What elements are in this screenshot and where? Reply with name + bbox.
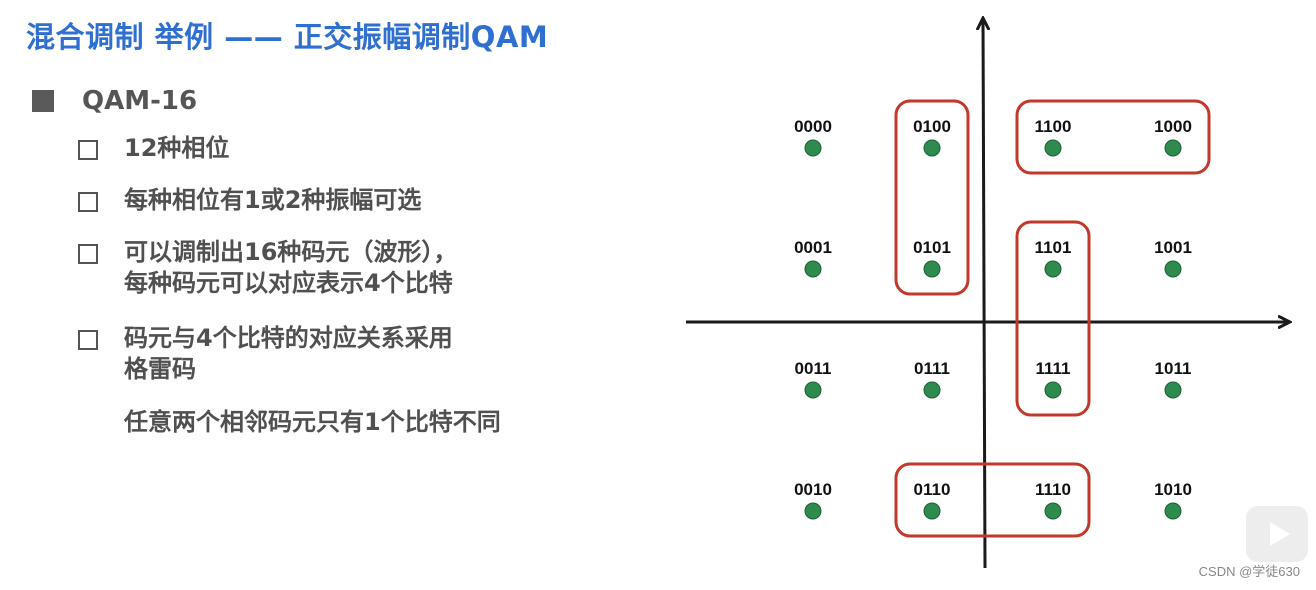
constellation-point-0101 [923, 260, 941, 278]
point-label-0001: 0001 [794, 238, 832, 257]
constellation-point-0010 [804, 502, 822, 520]
play-button[interactable] [1246, 506, 1308, 562]
point-label-1101: 1101 [1035, 238, 1072, 257]
sub-bullet-3: 可以调制出16种码元（波形）， 每种码元可以对应表示4个比特 [78, 238, 457, 302]
constellation-point-1101 [1044, 260, 1062, 278]
sub-bullet-text: 码元与4个比特的对应关系采用 [124, 324, 453, 352]
point-label-1000: 1000 [1154, 117, 1192, 136]
constellation-point-0000 [804, 139, 822, 157]
open-square-bullet-icon [78, 330, 98, 350]
gray-code-note: 任意两个相邻码元只有1个比特不同 [124, 408, 501, 436]
constellation-point-1011 [1164, 381, 1182, 399]
point-label-1110: 1110 [1035, 480, 1071, 499]
point-label-0010: 0010 [794, 480, 832, 499]
open-square-bullet-icon [78, 140, 98, 160]
constellation-point-0110 [923, 502, 941, 520]
point-label-0110: 0110 [914, 480, 951, 499]
constellation-point-1110 [1044, 502, 1062, 520]
sub-bullet-text: 每种码元可以对应表示4个比特 [124, 269, 453, 297]
point-label-0101: 0101 [913, 238, 951, 257]
page-title: 混合调制 举例 —— 正交振幅调制QAM [26, 20, 549, 54]
sub-bullet-2: 每种相位有1或2种振幅可选 [78, 186, 421, 219]
point-label-1001: 1001 [1154, 238, 1192, 257]
point-label-1011: 1011 [1155, 359, 1192, 378]
constellation-point-0011 [804, 381, 822, 399]
sub-bullet-text: 每种相位有1或2种振幅可选 [124, 186, 422, 214]
open-square-bullet-icon [78, 192, 98, 212]
point-label-0111: 0111 [914, 359, 950, 378]
highlight-group-3 [1015, 220, 1091, 417]
constellation-point-1100 [1044, 139, 1062, 157]
sub-bullet-text: 格雷码 [124, 355, 196, 383]
constellation-point-0100 [923, 139, 941, 157]
constellation-point-0001 [804, 260, 822, 278]
sub-bullet-1: 12种相位 [78, 134, 229, 167]
constellation-point-0111 [923, 381, 941, 399]
point-label-1111: 1111 [1035, 359, 1070, 378]
sub-bullet-text: 可以调制出16种码元（波形）， [124, 238, 458, 266]
constellation-point-1010 [1164, 502, 1182, 520]
point-label-0011: 0011 [795, 359, 832, 378]
highlight-group-4 [894, 462, 1091, 538]
highlight-group-1 [894, 99, 970, 296]
point-label-1100: 1100 [1035, 117, 1072, 136]
point-label-1010: 1010 [1154, 480, 1192, 499]
constellation-point-1111 [1044, 381, 1062, 399]
constellation-point-1000 [1164, 139, 1182, 157]
y-axis [983, 20, 985, 569]
highlight-group-2 [1015, 99, 1211, 175]
watermark: CSDN @学徒630 [1198, 564, 1300, 579]
point-label-0000: 0000 [794, 117, 832, 136]
point-label-0100: 0100 [913, 117, 951, 136]
constellation-point-1001 [1164, 260, 1182, 278]
sub-bullet-4: 码元与4个比特的对应关系采用 格雷码 [78, 324, 453, 388]
open-square-bullet-icon [78, 244, 98, 264]
main-bullet: QAM-16 [32, 86, 197, 116]
main-bullet-label: QAM-16 [82, 86, 198, 116]
sub-bullet-text: 12种相位 [124, 134, 230, 162]
filled-square-bullet-icon [32, 90, 54, 112]
